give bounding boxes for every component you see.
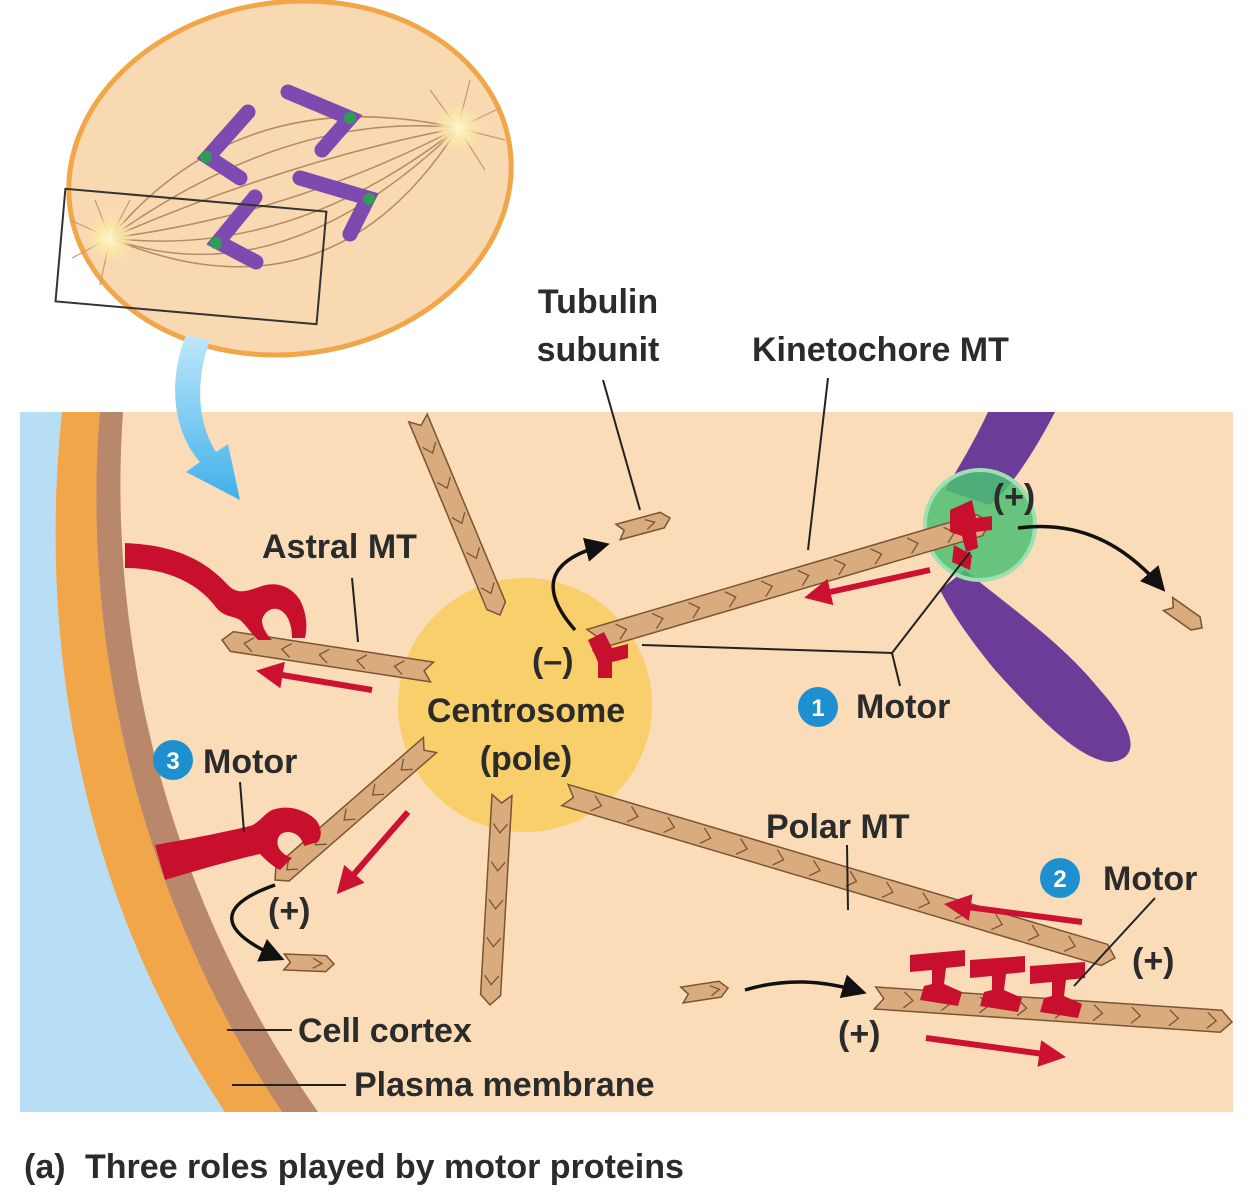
motor2-crossbridges bbox=[910, 950, 1085, 1018]
subunit-flow-arrows bbox=[230, 524, 1166, 999]
astral-motor-protein bbox=[125, 543, 307, 640]
polar-mt-label: Polar MT bbox=[766, 808, 910, 846]
polar-plus-bottom-label: (+) bbox=[838, 1015, 881, 1053]
astral-mt-down bbox=[479, 792, 513, 1007]
labels: Tubulin subunit Kinetochore MT Astral MT… bbox=[203, 283, 1197, 1104]
microtubules bbox=[220, 412, 1234, 1034]
tubulin-subunit-label-line2: subunit bbox=[537, 331, 660, 369]
motor2-label: Motor bbox=[1103, 860, 1197, 898]
kinetochore-plus-end-label: (+) bbox=[993, 478, 1036, 516]
movement-arrows bbox=[256, 567, 1083, 1067]
astral-mt-left bbox=[220, 630, 436, 683]
pole-label: (pole) bbox=[480, 740, 573, 778]
centrosome-label: Centrosome bbox=[427, 692, 625, 730]
motor1-label: Motor bbox=[856, 688, 950, 726]
svg-text:2: 2 bbox=[1053, 866, 1066, 893]
svg-text:(a) Three roles played b: (a) Three roles played by motor proteins bbox=[24, 1148, 684, 1186]
svg-text:1: 1 bbox=[811, 695, 824, 722]
figure-caption: (a) Three roles played by motor proteins bbox=[24, 1148, 684, 1186]
motor1-kinetochore bbox=[950, 500, 992, 570]
zoom-arrow bbox=[175, 335, 240, 500]
motor1-minus-end bbox=[588, 632, 628, 678]
astral-plus-label: (+) bbox=[268, 892, 311, 930]
svg-text:3: 3 bbox=[166, 748, 179, 775]
motor3-label: Motor bbox=[203, 743, 297, 781]
polar-plus-top-label: (+) bbox=[1132, 942, 1175, 980]
badge-1: 1 bbox=[798, 687, 838, 727]
centrosome bbox=[398, 578, 652, 832]
astral-mt-up bbox=[407, 412, 507, 616]
inset-cell bbox=[54, 0, 514, 358]
caption-letter: (a) bbox=[24, 1148, 66, 1186]
astral-mt-label: Astral MT bbox=[262, 528, 417, 566]
badge-2: 2 bbox=[1040, 858, 1080, 898]
cell-cortex-label: Cell cortex bbox=[298, 1012, 472, 1050]
tubulin-subunit-4 bbox=[679, 980, 730, 1004]
tubulin-subunit-2 bbox=[1161, 595, 1203, 631]
plasma-membrane-label: Plasma membrane bbox=[354, 1066, 655, 1104]
tubulin-subunit-1 bbox=[614, 511, 672, 541]
kinetochore-mt-label: Kinetochore MT bbox=[752, 331, 1009, 369]
motor3-protein bbox=[155, 807, 321, 880]
badge-3: 3 bbox=[153, 740, 193, 780]
leader-lines bbox=[227, 377, 1156, 1086]
tubulin-subunit-3 bbox=[282, 953, 336, 973]
tubulin-subunit-label: Tubulin bbox=[538, 283, 658, 321]
minus-end-label: (–) bbox=[532, 642, 574, 680]
caption-text: Three roles played by motor proteins bbox=[85, 1148, 684, 1186]
